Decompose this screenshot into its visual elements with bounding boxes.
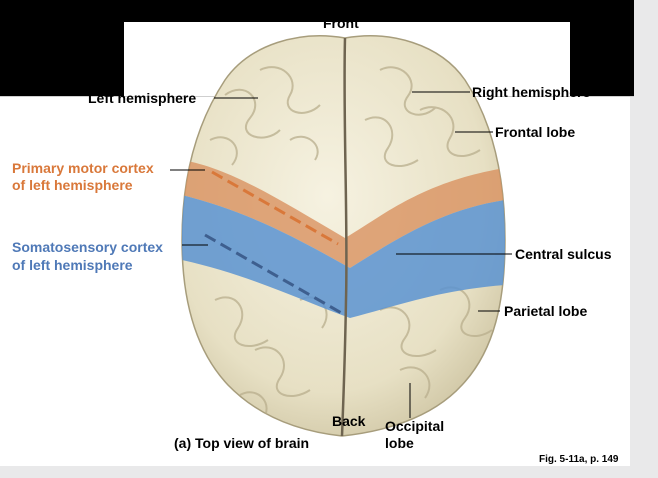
back-label: Back [332,413,366,429]
left-hemisphere-label: Left hemisphere [88,90,197,106]
longitudinal-fissure [340,37,348,437]
sensory-dashed-line [204,233,346,317]
primary-motor-label-line1: Primary motor cortex [12,160,154,176]
motor-dashed-line [211,170,339,246]
parietal-lobe-label: Parietal lobe [504,303,588,319]
slide: Front Left hemisphere Right hemisphere F… [0,0,634,466]
frontal-lobe-label: Frontal lobe [495,124,576,140]
somatosensory-label-line2: of left hemisphere [12,257,133,273]
figure-reference: Fig. 5-11a, p. 149 [539,454,619,465]
occipital-label-line1: Occipital [385,418,445,434]
front-label: Front [323,15,359,31]
primary-motor-label-line2: of left hemisphere [12,177,133,193]
somatosensory-cortex-region [182,195,505,318]
right-hemisphere-label: Right hemisphere [472,84,591,100]
occipital-label-line2: lobe [385,435,414,451]
brain-figure [170,35,512,437]
figure-caption: (a) Top view of brain [174,435,310,451]
somatosensory-label-line1: Somatosensory cortex [12,239,163,255]
central-sulcus-label: Central sulcus [515,246,612,262]
primary-motor-cortex-region [182,160,505,268]
